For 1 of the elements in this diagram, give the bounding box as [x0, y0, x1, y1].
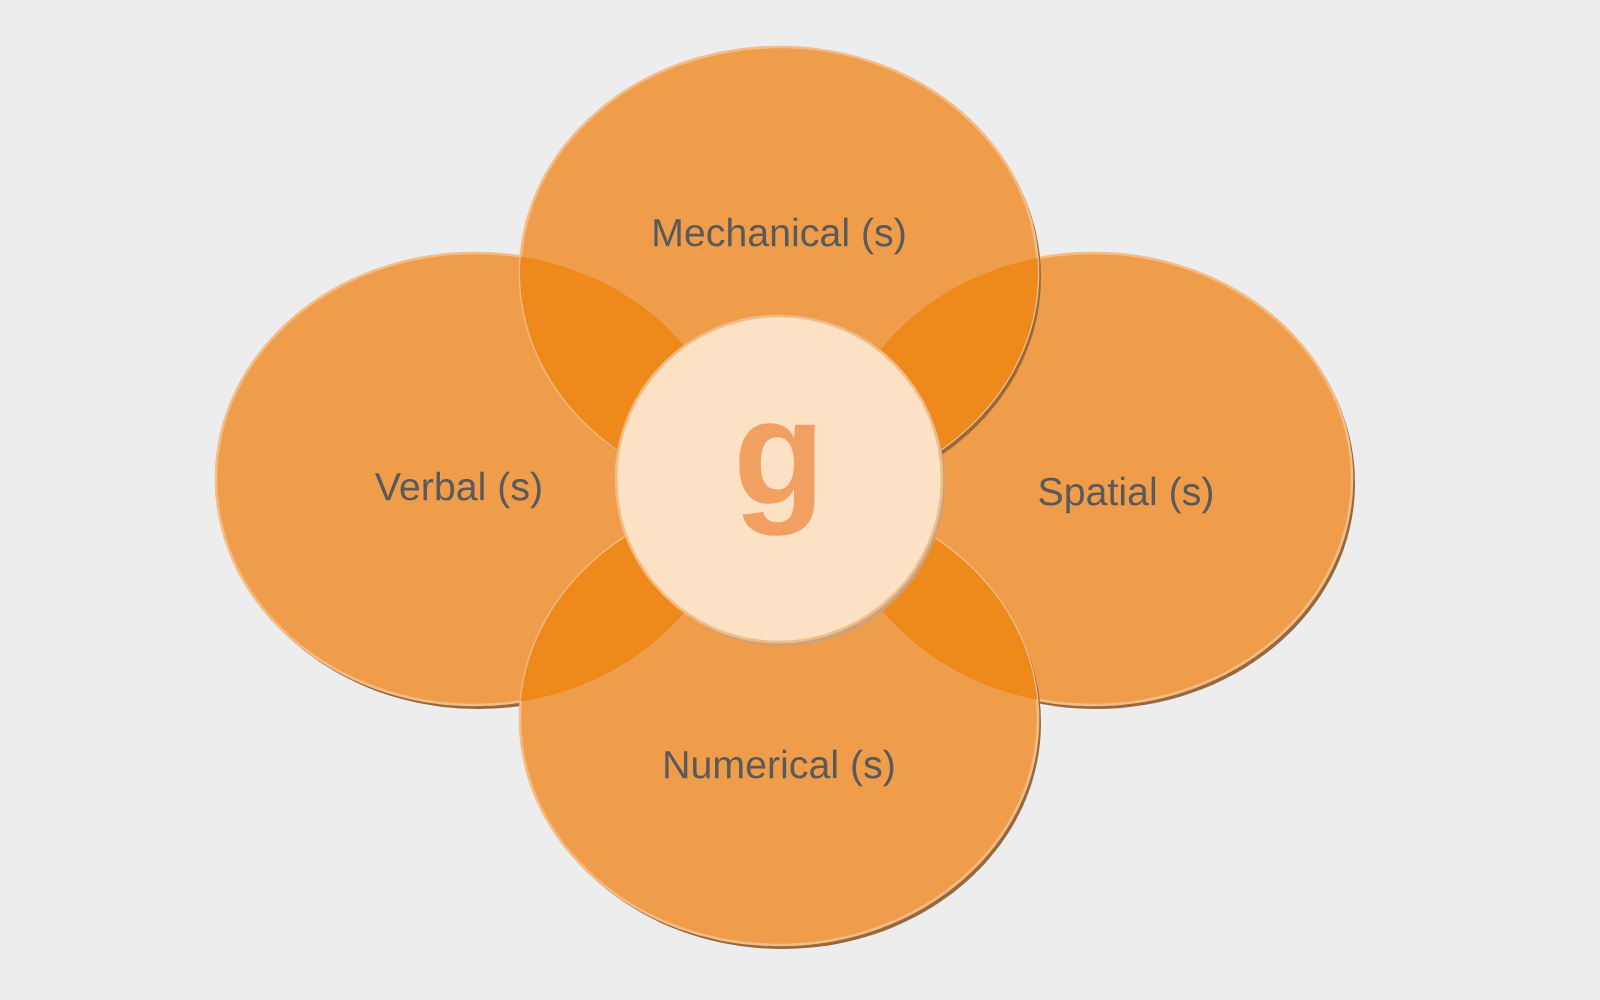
node-label: Numerical (s)	[665, 749, 894, 787]
